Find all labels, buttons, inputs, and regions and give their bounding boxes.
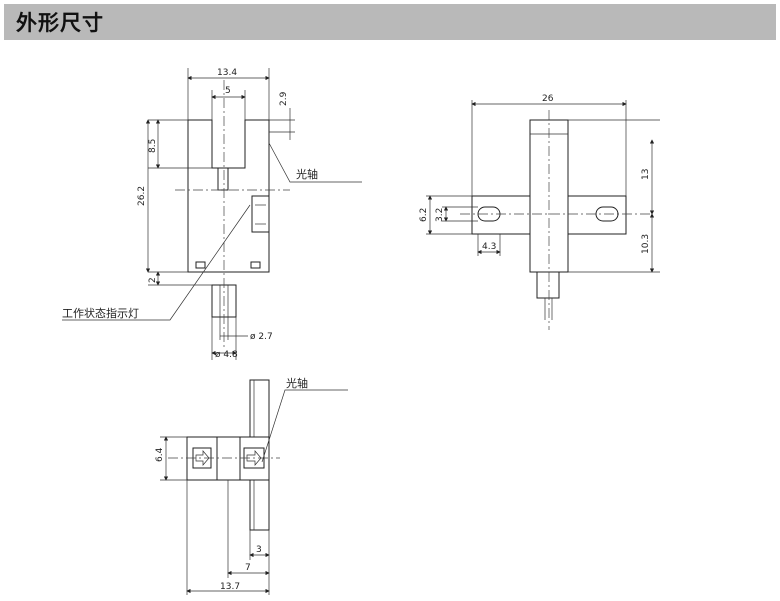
dim-bottom-a: 3 bbox=[256, 545, 262, 555]
dim-front-slot-height: 8.5 bbox=[148, 139, 158, 153]
dim-side-hole-w: 4.3 bbox=[482, 242, 496, 252]
arrow-icon-left bbox=[195, 450, 210, 466]
dim-front-width: 13.4 bbox=[217, 68, 237, 78]
dim-bottom-height: 6.4 bbox=[155, 447, 165, 462]
front-view-notch-left bbox=[195, 261, 206, 269]
front-view-notch-right bbox=[250, 261, 261, 269]
section-title: 外形尺寸 bbox=[16, 11, 104, 35]
dim-front-height: 26.2 bbox=[137, 186, 147, 206]
dim-side-hole-h: 3.2 bbox=[435, 208, 445, 222]
dim-front-body-dia: ø 4.8 bbox=[215, 350, 238, 360]
label-optical-axis-front: 光轴 bbox=[296, 167, 318, 181]
dim-front-slot-depth: 2.9 bbox=[279, 91, 289, 106]
bottom-view-left-block bbox=[186, 436, 218, 481]
dim-side-lower: 10.3 bbox=[641, 234, 651, 254]
front-view-lens bbox=[217, 167, 229, 191]
front-view-indicator-window bbox=[251, 195, 270, 233]
dim-front-pin-dia: ø 2.7 bbox=[250, 332, 273, 342]
dim-side-width: 26 bbox=[542, 94, 554, 104]
label-indicator: 工作状态指示灯 bbox=[62, 306, 139, 320]
section-header: 外形尺寸 bbox=[4, 4, 776, 40]
side-view-connector bbox=[536, 271, 560, 299]
dim-side-mount-h: 6.2 bbox=[419, 208, 429, 222]
label-optical-axis-bottom: 光轴 bbox=[286, 376, 308, 390]
bottom-view: 光轴 6.4 3 7 13.7 bbox=[155, 376, 348, 595]
dim-front-base: 2 bbox=[148, 277, 158, 283]
dim-side-upper: 13 bbox=[641, 169, 651, 180]
front-view: 13.4 5 2.9 8.5 26.2 2 ø 2.7 ø 4.8 光轴 工作状… bbox=[62, 68, 362, 360]
side-view: 26 6.2 3.2 4.3 13 10.3 bbox=[419, 94, 660, 330]
dim-front-slot: 5 bbox=[225, 86, 231, 96]
arrow-icon-right bbox=[246, 450, 262, 466]
dim-bottom-c: 13.7 bbox=[220, 582, 240, 592]
dim-bottom-b: 7 bbox=[245, 563, 251, 573]
